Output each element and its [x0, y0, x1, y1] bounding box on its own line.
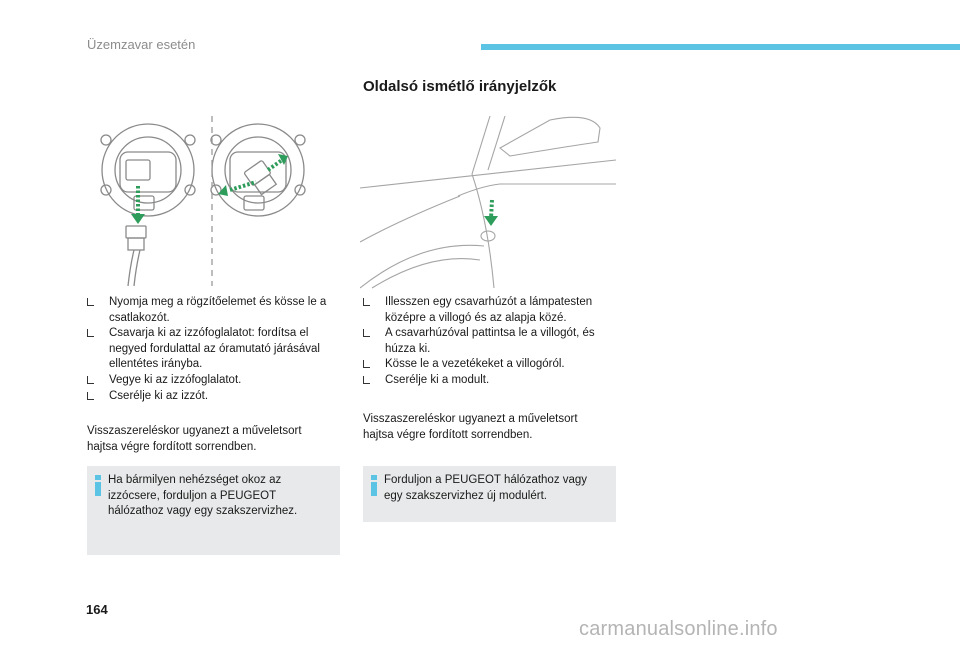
bullet-marker-icon: [363, 329, 370, 338]
info-icon: [371, 475, 377, 496]
foglamp-illustration: [100, 116, 306, 287]
header-accent-bar: [481, 44, 960, 50]
section-title: Oldalsó ismétlő irányjelzők: [363, 78, 557, 95]
header-title: Üzemzavar esetén: [87, 37, 196, 52]
side-repeater-illustration: [360, 115, 617, 289]
left-reassembly-paragraph: Visszaszereléskor ugyanezt a műveletsort…: [87, 425, 302, 453]
bullet-marker-icon: [363, 375, 370, 384]
bullet-marker-icon: [87, 329, 94, 338]
list-item: Cserélje ki az izzót.: [87, 389, 345, 405]
bullet-marker-icon: [363, 298, 370, 306]
watermark: carmanualsonline.info: [579, 618, 778, 640]
bullet-marker-icon: [87, 391, 94, 400]
list-item: Nyomja meg a rögzítőelemet és kösse le a…: [87, 295, 345, 326]
right-info-note: Forduljon a PEUGEOT hálózathoz vagy egy …: [363, 466, 616, 522]
left-instruction-list: Nyomja meg a rögzítőelemet és kösse le a…: [87, 295, 345, 404]
page-number: 164: [86, 602, 108, 617]
list-item: A csavarhúzóval pattintsa le a villogót,…: [363, 326, 615, 357]
right-instruction-list: Illesszen egy csavarhúzót a lámpatesten …: [363, 295, 615, 389]
bullet-marker-icon: [363, 360, 370, 369]
info-icon: [95, 475, 101, 496]
list-item: Cserélje ki a modult.: [363, 373, 615, 389]
left-info-note: Ha bármilyen nehézséget okoz az izzócser…: [87, 466, 340, 555]
right-reassembly-paragraph: Visszaszereléskor ugyanezt a műveletsort…: [363, 413, 578, 441]
bullet-marker-icon: [87, 375, 94, 384]
right-note-text: Forduljon a PEUGEOT hálózathoz vagy egy …: [384, 474, 588, 502]
list-item: Illesszen egy csavarhúzót a lámpatesten …: [363, 295, 615, 326]
bullet-marker-icon: [87, 298, 94, 306]
left-note-text: Ha bármilyen nehézséget okoz az izzócser…: [108, 474, 298, 518]
list-item: Kösse le a vezetékeket a villogóról.: [363, 357, 615, 373]
list-item: Vegye ki az izzófoglalatot.: [87, 373, 345, 389]
list-item: Csavarja ki az izzófoglalatot: fordítsa …: [87, 326, 345, 373]
